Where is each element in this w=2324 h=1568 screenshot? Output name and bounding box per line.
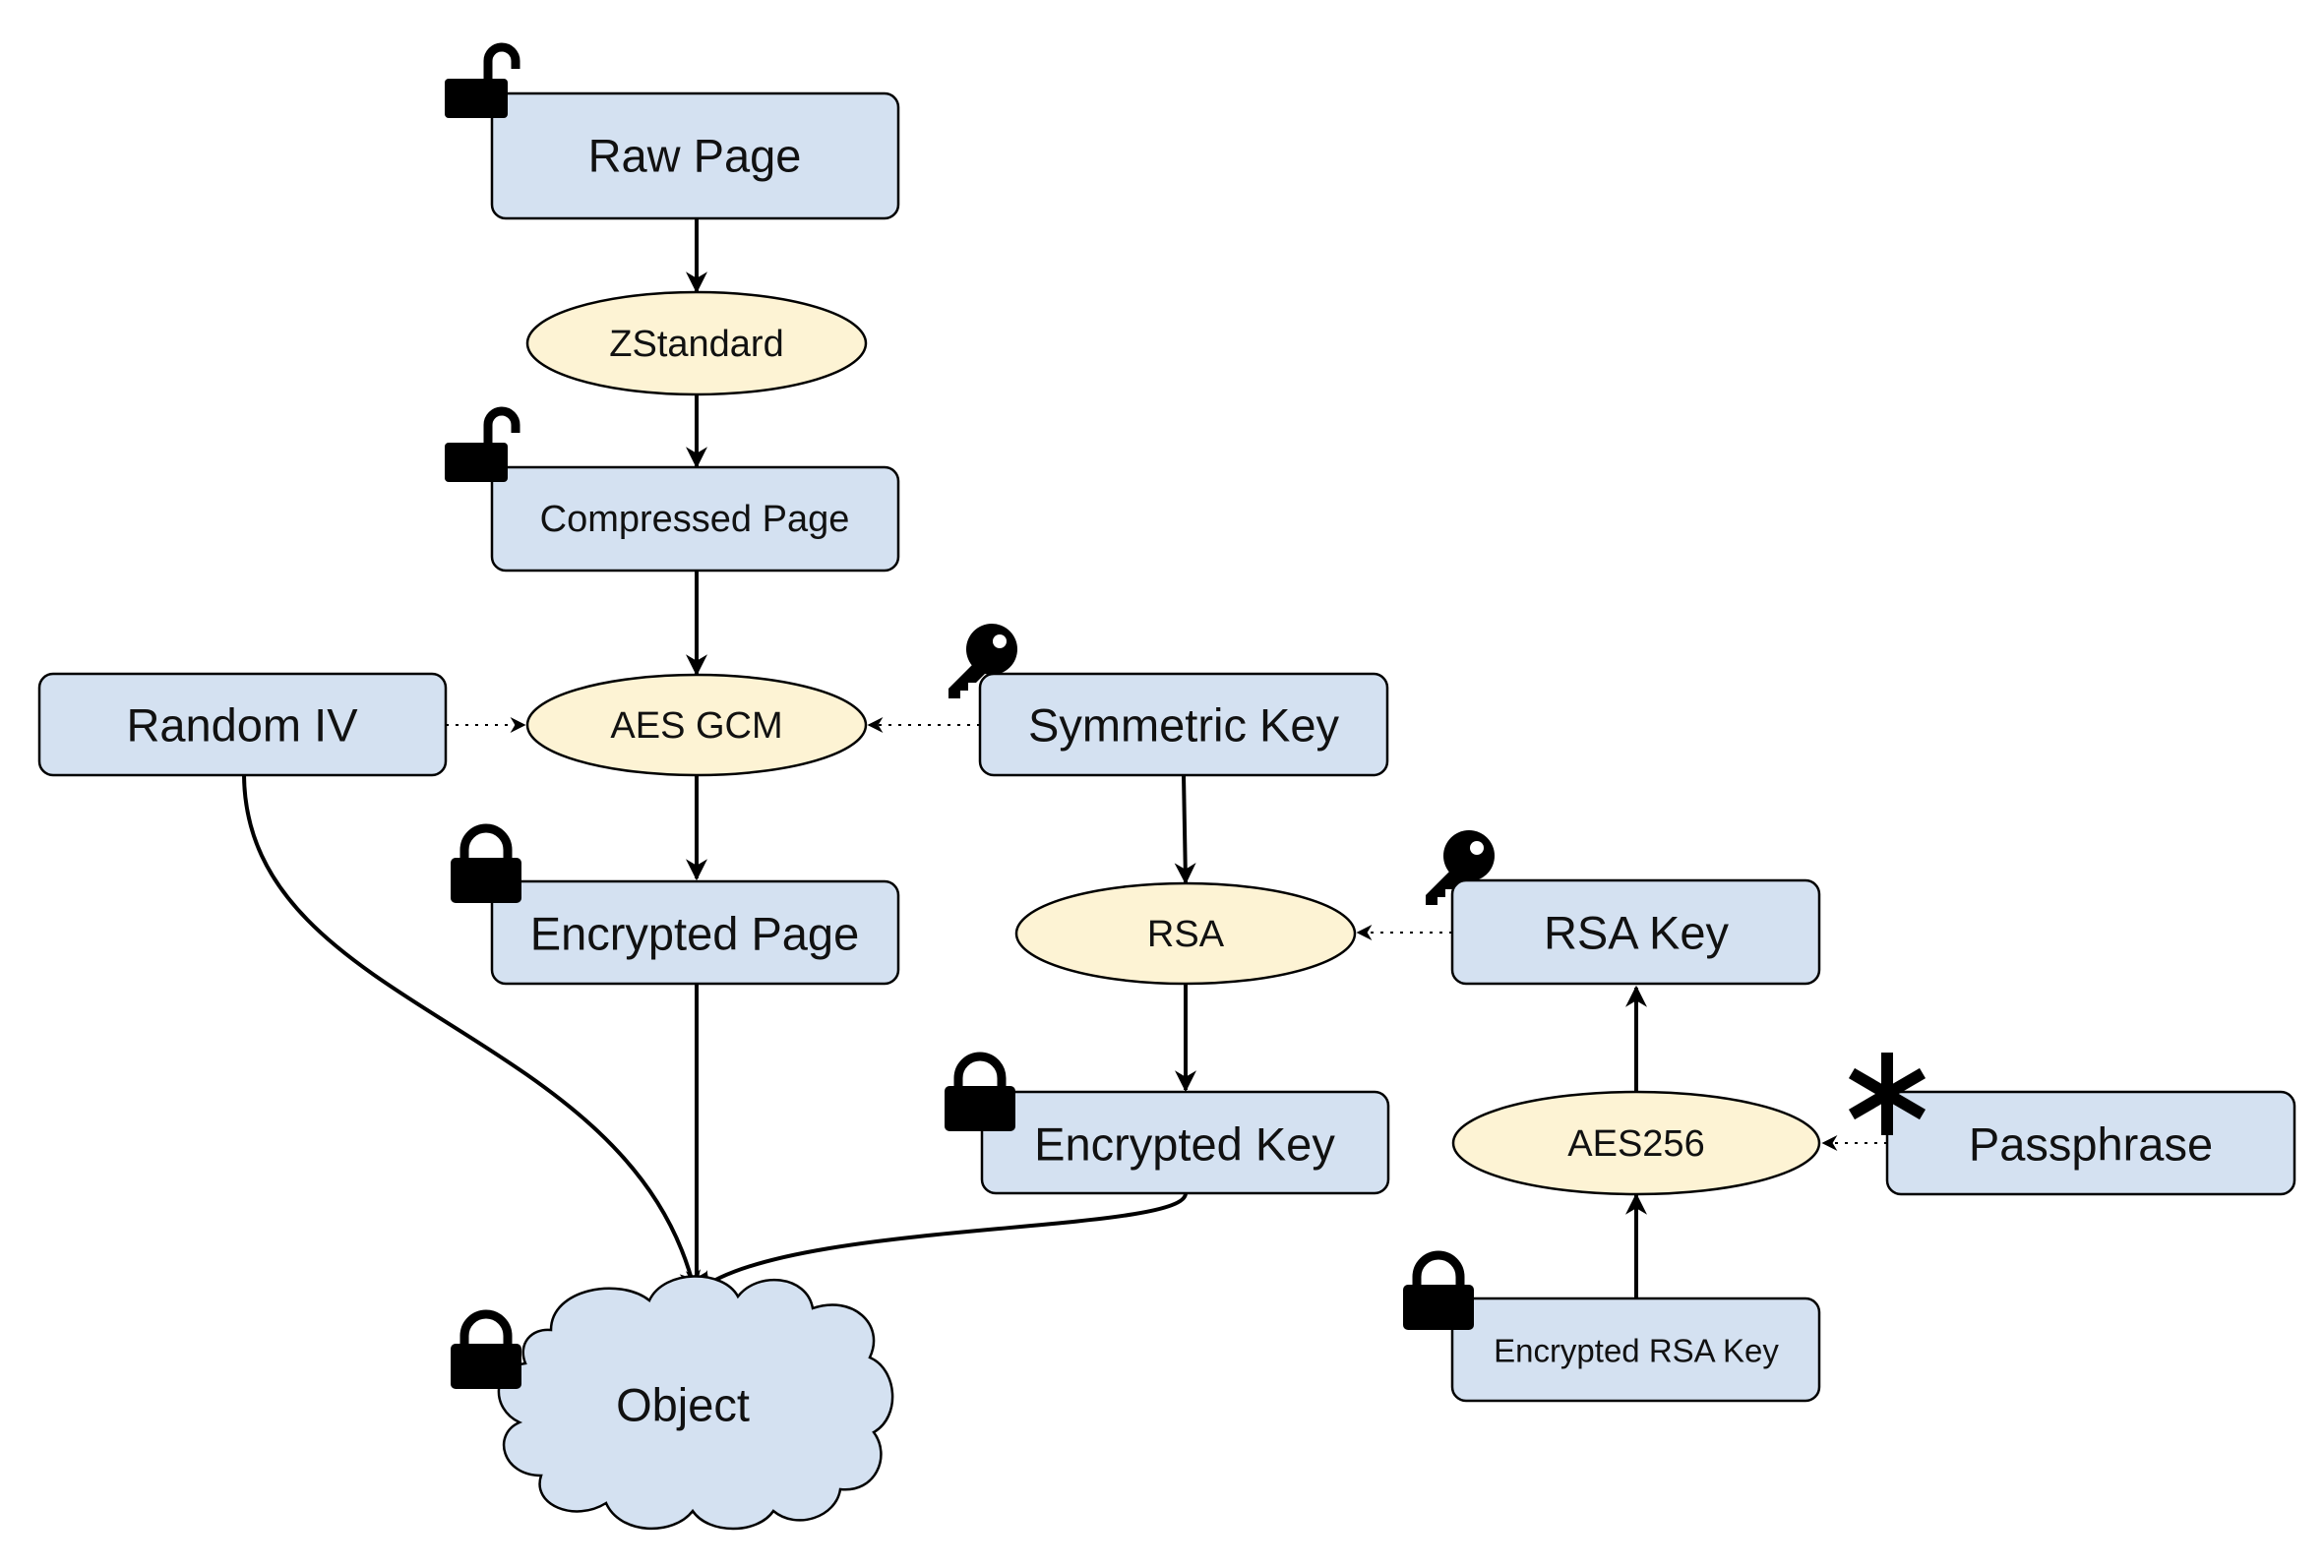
node-compressed-page-label: Compressed Page xyxy=(540,499,850,540)
node-encrypted-page-label: Encrypted Page xyxy=(530,908,859,960)
node-rsa-label: RSA xyxy=(1147,914,1225,955)
node-encrypted-key-label: Encrypted Key xyxy=(1034,1118,1335,1171)
node-zstandard-label: ZStandard xyxy=(609,324,783,365)
lock-icon xyxy=(451,1309,521,1389)
node-aes-gcm-label: AES GCM xyxy=(610,705,782,747)
edge-symkey-to-rsa xyxy=(1174,774,1196,885)
icons xyxy=(445,42,1926,1389)
node-rsa-key-label: RSA Key xyxy=(1544,907,1730,959)
node-compressed-page: Compressed Page xyxy=(490,465,900,573)
node-symmetric-key-label: Symmetric Key xyxy=(1028,699,1339,752)
node-aes-gcm: AES GCM xyxy=(525,673,868,777)
unlock-icon xyxy=(445,406,520,482)
node-symmetric-key: Symmetric Key xyxy=(978,672,1389,777)
node-encrypted-rsa-key-label: Encrypted RSA Key xyxy=(1494,1333,1779,1369)
ellipse-nodes: ZStandard AES GCM RSA AES256 xyxy=(525,290,1821,1196)
object-cloud xyxy=(497,1275,894,1531)
node-aes256: AES256 xyxy=(1451,1090,1821,1196)
edge-iv-to-object xyxy=(242,774,701,1294)
node-passphrase-label: Passphrase xyxy=(1969,1118,2213,1171)
node-raw-page: Raw Page xyxy=(490,91,900,220)
lock-icon xyxy=(1403,1250,1474,1330)
node-object-label: Object xyxy=(616,1379,750,1431)
asterisk-icon xyxy=(1848,1053,1926,1135)
connectors xyxy=(242,218,1887,1298)
key-icon xyxy=(948,624,1017,698)
node-random-iv: Random IV xyxy=(37,672,448,777)
node-passphrase: Passphrase xyxy=(1885,1090,2296,1196)
node-raw-page-label: Raw Page xyxy=(588,130,802,182)
key-icon xyxy=(1426,830,1495,905)
node-aes256-label: AES256 xyxy=(1567,1123,1704,1165)
node-zstandard: ZStandard xyxy=(525,290,868,396)
lock-icon xyxy=(945,1052,1015,1131)
node-object: Object xyxy=(497,1275,894,1531)
unlock-icon xyxy=(445,42,520,118)
node-encrypted-page: Encrypted Page xyxy=(490,879,900,986)
node-random-iv-label: Random IV xyxy=(126,699,358,752)
lock-icon xyxy=(451,823,521,903)
edge-enckey-to-object xyxy=(697,1192,1188,1293)
box-nodes: Raw Page Compressed Page Random IV Symme… xyxy=(37,91,2296,1403)
node-rsa: RSA xyxy=(1014,881,1357,986)
node-rsa-key: RSA Key xyxy=(1450,878,1821,986)
node-encrypted-key: Encrypted Key xyxy=(980,1090,1390,1195)
node-encrypted-rsa-key: Encrypted RSA Key xyxy=(1450,1297,1821,1403)
